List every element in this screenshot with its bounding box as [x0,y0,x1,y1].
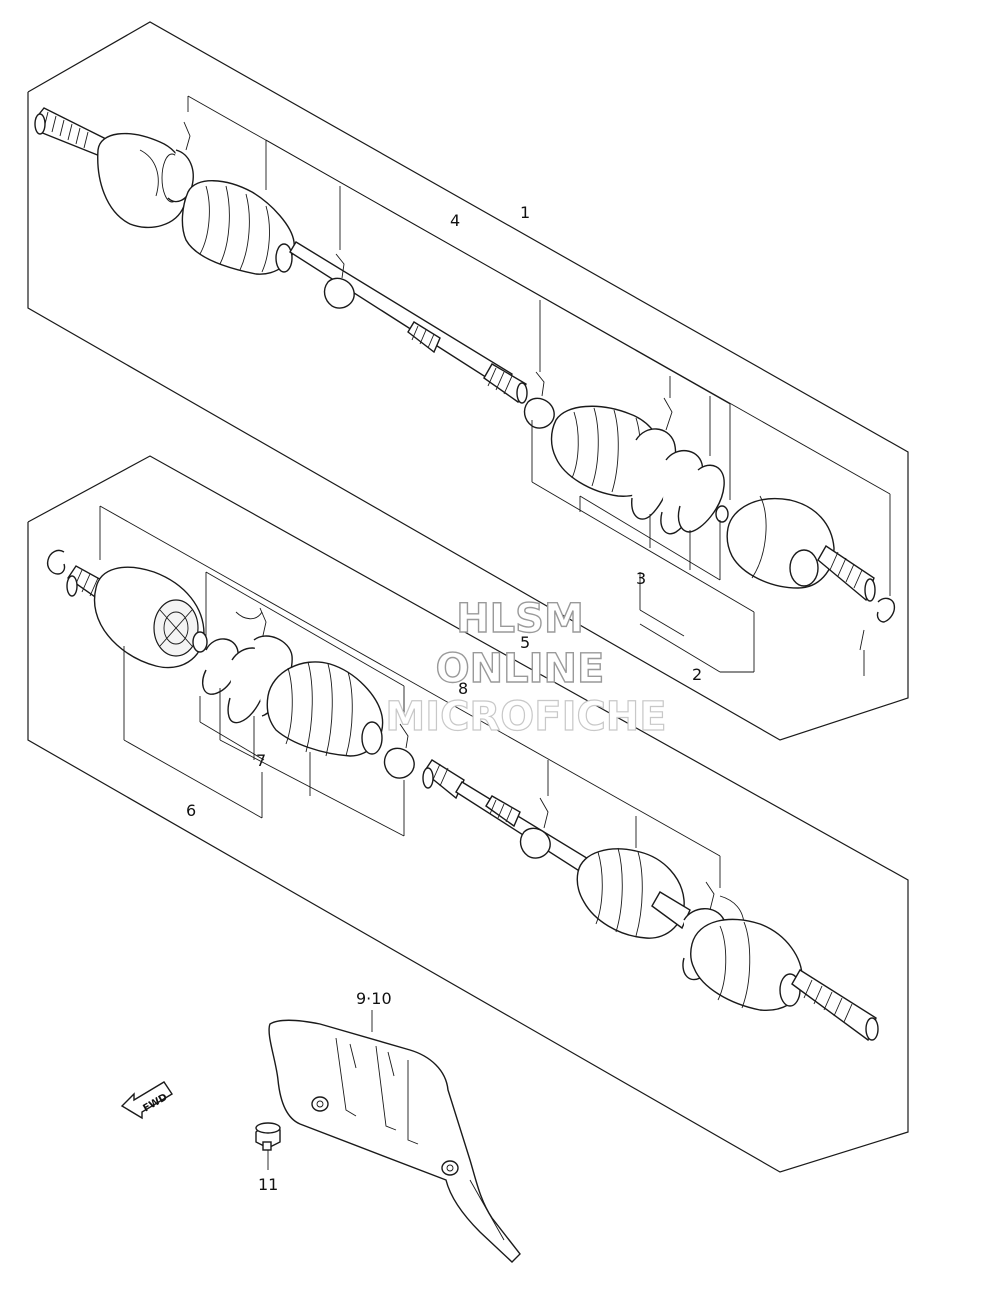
lower-inner-boot [266,661,384,757]
upper-outer-spline-stub [34,107,109,157]
watermark-line-1: HLSM [456,596,584,642]
watermark: HLSM ONLINE MICROFICHE [385,595,667,740]
upper-shaft-clamp [323,253,355,309]
callout-2: 2 [692,665,702,684]
lower-shaft-bar [422,759,591,876]
upper-leader-lines [187,95,891,676]
callout-numbers: 1 4 3 2 5 8 7 6 9·10 11 [186,203,702,1194]
fwd-direction-arrow-icon: FWD [120,1081,173,1120]
callout-4: 4 [450,211,460,230]
bolt [255,1122,281,1151]
callout-3: 3 [636,569,646,588]
callout-5: 5 [520,633,530,652]
upper-inner-shaft-clamp [523,371,555,429]
upper-inner-cv-joint [726,495,835,589]
lower-leader-lines [99,505,721,1170]
under-cover-plate [268,1019,521,1263]
lower-drive-shaft-assembly [46,549,879,1042]
lower-outer-spline-stub [791,969,879,1042]
upper-circlip [876,597,896,623]
lower-inner-o-ring [192,631,208,653]
callout-7: 7 [256,751,266,770]
upper-inner-boot-clamp-rings [631,397,729,535]
upper-shaft-frame [27,21,909,741]
lower-shaft-clamp-left [383,723,415,779]
watermark-line-2: ONLINE [436,646,605,692]
lower-shaft-frame [27,455,909,1173]
lower-shaft-clamp-right [519,797,551,859]
lower-outer-boot [576,847,691,939]
lower-inner-boot-clamp-rings [202,607,293,724]
upper-drive-shaft-assembly [34,107,896,623]
lower-circlip [46,549,66,575]
upper-inner-spline-stub [817,545,876,602]
upper-shaft-bar [289,241,528,404]
callout-6: 6 [186,801,196,820]
lower-inner-cv-joint [93,566,205,669]
lower-outer-cv-joint [689,918,803,1011]
callout-1: 1 [520,203,530,222]
watermark-line-3: MICROFICHE [385,694,666,740]
callout-11: 11 [258,1175,278,1194]
callout-8: 8 [458,679,468,698]
upper-outer-boot [181,180,295,275]
callout-9-10: 9·10 [356,989,392,1008]
